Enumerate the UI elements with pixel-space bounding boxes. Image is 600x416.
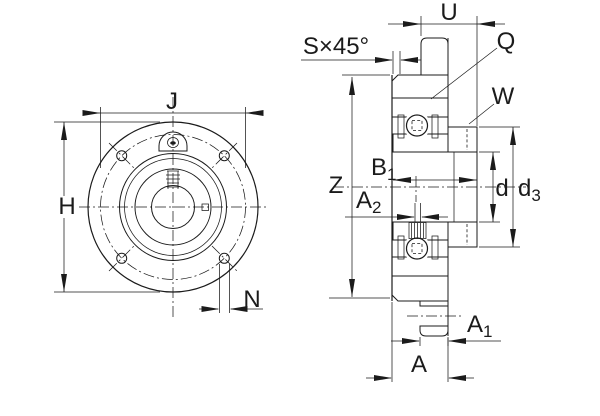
dim-label-w: W <box>492 83 515 110</box>
dim-label-b1: B1 <box>371 154 396 184</box>
flange-bottom-upper <box>419 300 449 307</box>
dim-label-s45: S×45° <box>303 33 369 60</box>
seal-bottom-right <box>431 235 439 260</box>
setscrew-thread-marks <box>166 170 180 189</box>
dim-label-d: d <box>495 175 508 202</box>
flange-top-section <box>420 37 449 76</box>
dimension-Q: Q <box>430 28 516 100</box>
housing-spigot-circle <box>119 153 227 261</box>
dim-label-z: Z <box>329 172 344 199</box>
dim-label-a2: A2 <box>356 187 381 217</box>
seal-bottom-left <box>397 235 405 260</box>
dimension-d: d <box>479 151 509 223</box>
housing-bore-circle <box>124 158 222 256</box>
dimension-Z: Z <box>329 74 390 299</box>
inner-ring-circle <box>134 168 212 246</box>
dimension-A1: A1 <box>391 311 501 346</box>
dim-label-j: J <box>166 88 178 115</box>
grease-nipple <box>158 131 188 152</box>
locking-collar-top <box>447 126 478 153</box>
dim-label-d3: d3 <box>518 175 541 205</box>
dimension-J: J <box>82 88 264 168</box>
dim-label-u: U <box>440 0 457 26</box>
dimension-A2: A2 <box>345 176 448 222</box>
seal-top-right <box>431 114 439 139</box>
bearing-top-section <box>391 97 478 153</box>
raceway-clearance-bottom <box>403 235 431 262</box>
ball-bottom <box>405 237 429 260</box>
flange-outer-circle <box>87 121 259 293</box>
dim-label-h: H <box>58 193 75 220</box>
dimension-N: N <box>199 264 263 313</box>
dim-label-a: A <box>411 351 427 378</box>
dim-label-q: Q <box>497 28 516 55</box>
section-view: U S×45° Q W Z <box>301 0 541 382</box>
bolt-holes <box>116 150 230 264</box>
housing-boss-bottom-section <box>391 275 449 302</box>
ball-top <box>405 114 429 137</box>
flange-bottom-lower <box>419 325 449 337</box>
dimension-W: W <box>468 83 515 125</box>
setscrew-section <box>408 222 427 239</box>
front-view: H J N <box>54 88 267 317</box>
dim-label-n: N <box>243 286 260 313</box>
bearing-bottom-section <box>391 221 478 277</box>
dimension-S45: S×45° <box>301 33 421 74</box>
dimension-d3: d3 <box>479 126 541 248</box>
collar-slot-mark <box>201 203 209 211</box>
seal-top-left <box>397 114 405 139</box>
locking-collar-bottom <box>447 221 478 248</box>
dimension-H: H <box>54 121 160 293</box>
shaft-bore-circle <box>151 185 195 229</box>
dim-label-a1: A1 <box>467 311 492 341</box>
dimension-A: A <box>366 302 474 382</box>
raceway-clearance-top <box>403 112 431 139</box>
dimension-B1: B1 <box>371 154 477 184</box>
dimension-U: U <box>388 0 505 126</box>
shaft-bore-lines <box>392 151 477 223</box>
housing-boss-top-section <box>391 74 449 99</box>
bolt-circle <box>100 134 246 280</box>
